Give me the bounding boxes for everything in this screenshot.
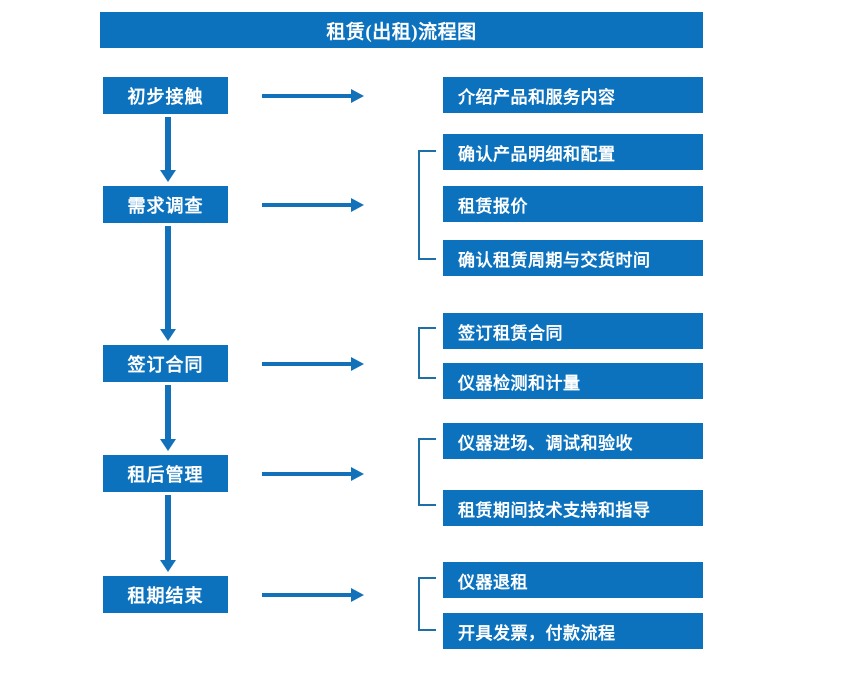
arrow-head-right-icon	[351, 467, 364, 481]
arrow-shaft	[262, 203, 352, 207]
arrow-head-right-icon	[351, 198, 364, 212]
stage-box-3[interactable]: 签订合同	[103, 345, 228, 382]
detail-box-10[interactable]: 开具发票，付款流程	[443, 613, 703, 649]
arrow-head-down-icon	[160, 560, 176, 572]
horizontal-arrow-2	[262, 198, 364, 212]
detail-box-4[interactable]: 确认租赁周期与交货时间	[443, 240, 703, 276]
group-bracket-2	[418, 327, 436, 379]
stage-box-4[interactable]: 租后管理	[103, 455, 228, 492]
detail-box-6[interactable]: 仪器检测和计量	[443, 363, 703, 399]
detail-box-8[interactable]: 租赁期间技术支持和指导	[443, 490, 703, 526]
group-bracket-1	[418, 150, 436, 260]
vertical-arrow-4	[160, 495, 176, 572]
vertical-arrow-2	[160, 226, 176, 341]
horizontal-arrow-3	[262, 357, 364, 371]
arrow-head-right-icon	[351, 588, 364, 602]
stage-box-1[interactable]: 初步接触	[103, 77, 228, 114]
detail-box-3[interactable]: 租赁报价	[443, 186, 703, 222]
arrow-shaft	[262, 593, 352, 597]
vertical-arrow-3	[160, 385, 176, 451]
detail-box-2[interactable]: 确认产品明细和配置	[443, 134, 703, 170]
horizontal-arrow-1	[262, 89, 364, 103]
detail-box-1[interactable]: 介绍产品和服务内容	[443, 77, 703, 113]
stage-box-2[interactable]: 需求调查	[103, 186, 228, 223]
vertical-arrow-1	[160, 117, 176, 182]
horizontal-arrow-4	[262, 467, 364, 481]
arrow-shaft	[165, 226, 171, 329]
arrow-shaft	[262, 362, 352, 366]
arrow-head-right-icon	[351, 89, 364, 103]
arrow-shaft	[165, 495, 171, 560]
arrow-head-down-icon	[160, 329, 176, 341]
arrow-shaft	[262, 94, 352, 98]
detail-box-5[interactable]: 签订租赁合同	[443, 313, 703, 349]
arrow-head-down-icon	[160, 439, 176, 451]
stage-box-5[interactable]: 租期结束	[103, 576, 228, 613]
horizontal-arrow-5	[262, 588, 364, 602]
arrow-shaft	[165, 117, 171, 170]
group-bracket-3	[418, 438, 436, 506]
arrow-head-right-icon	[351, 357, 364, 371]
arrow-shaft	[165, 385, 171, 439]
group-bracket-4	[418, 577, 436, 631]
arrow-shaft	[262, 472, 352, 476]
detail-box-9[interactable]: 仪器退租	[443, 562, 703, 598]
arrow-head-down-icon	[160, 170, 176, 182]
detail-box-7[interactable]: 仪器进场、调试和验收	[443, 423, 703, 459]
page-title: 租赁(出租)流程图	[100, 12, 703, 48]
